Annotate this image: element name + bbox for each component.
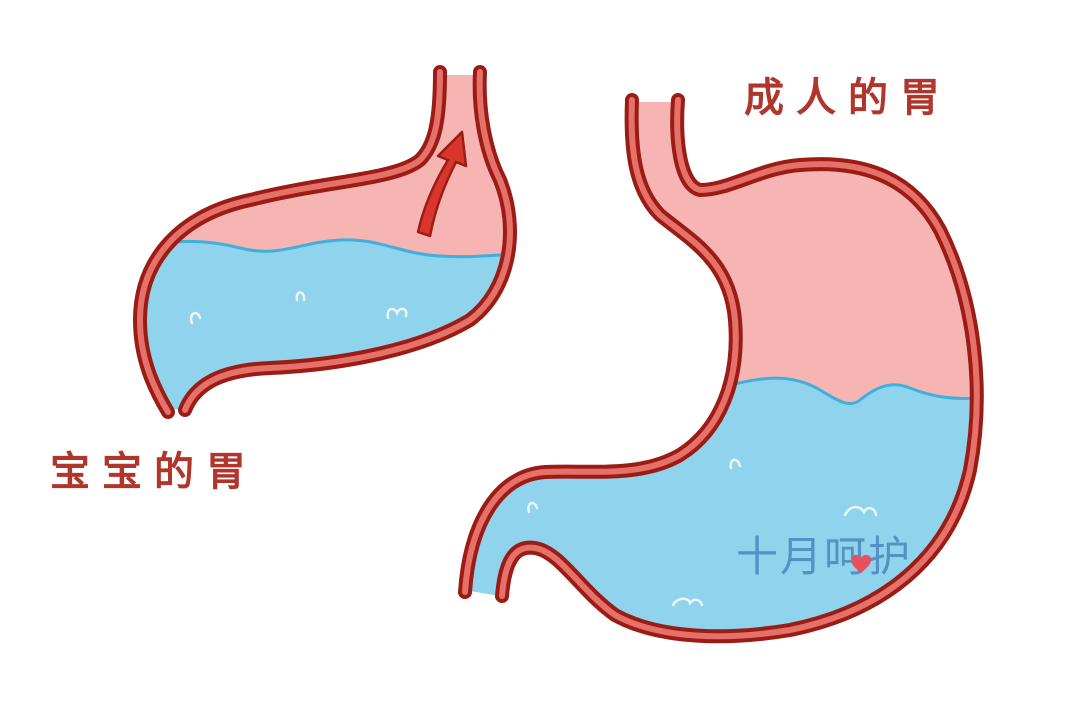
baby-stomach [132,65,517,419]
adult-stomach [458,93,984,644]
bubble-marks [189,291,408,325]
reflux-arrow-icon [416,130,468,238]
baby-stomach-label: 宝宝的胃 [50,449,258,495]
heart-icon [851,554,871,574]
adult-stomach-label: 成人的胃 [744,75,952,121]
watermark-text: 十月呵护 [736,532,913,581]
bubble-marks [527,458,878,607]
